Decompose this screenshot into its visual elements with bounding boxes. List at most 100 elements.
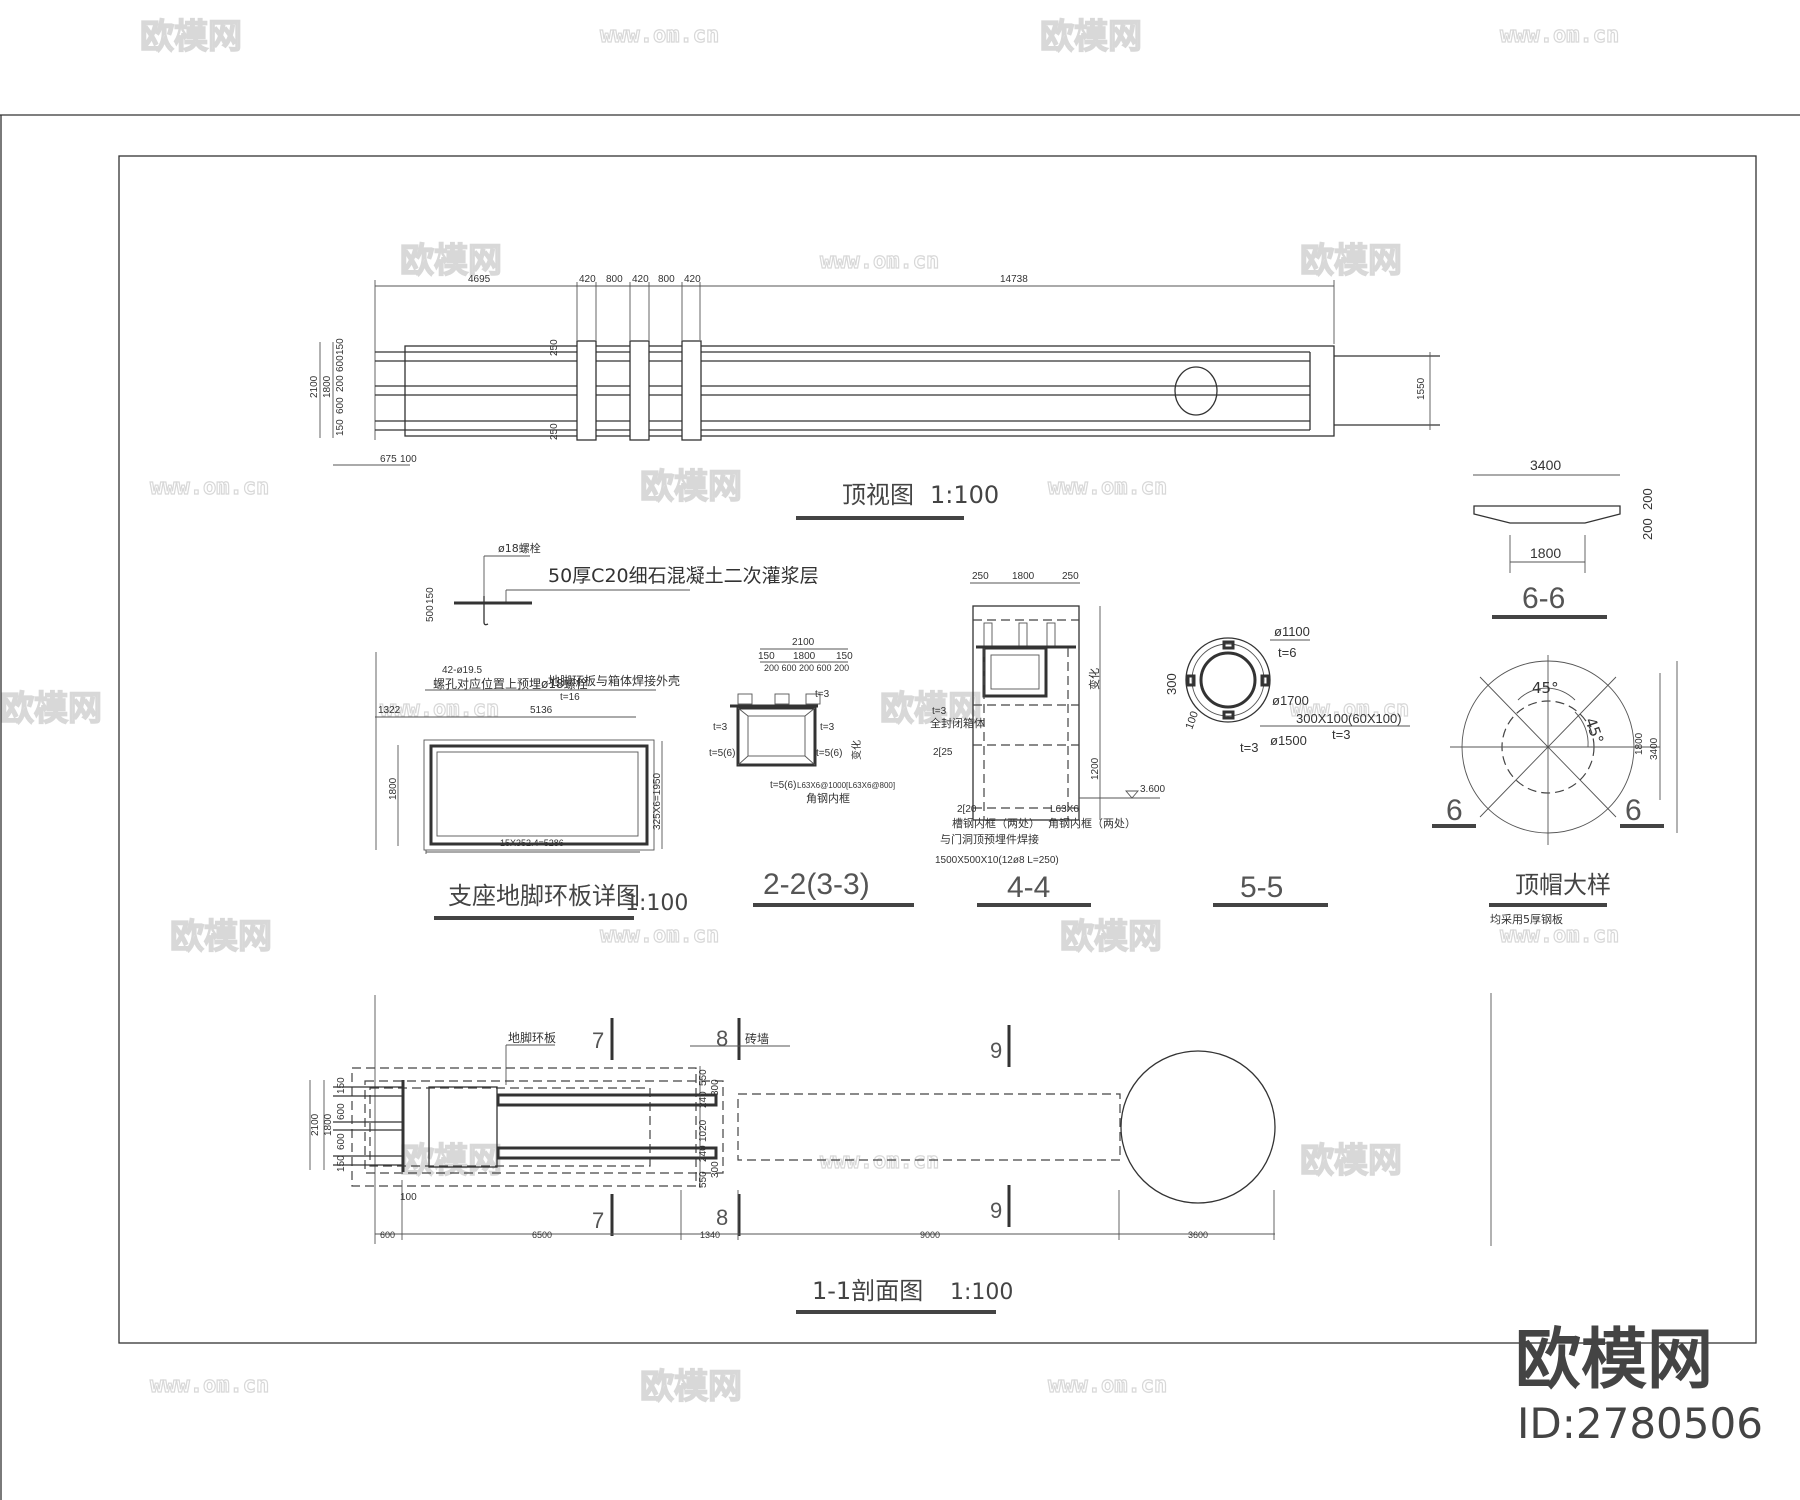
section-marker: 8 <box>716 1026 728 1051</box>
watermarks: 欧模网 www.om.cn 欧模网 www.om.cn 欧模网 www.om.c… <box>0 16 1620 1407</box>
dim: 240 <box>698 1091 709 1108</box>
dim: 14738 <box>1000 274 1028 285</box>
label: 与门洞顶预埋件焊接 <box>940 832 1039 846</box>
label: 1500X500X10(12ø8 L=250) <box>935 855 1059 866</box>
label: 角钢内框 <box>806 791 850 805</box>
section-marker: 7 <box>592 1208 604 1233</box>
model-id: ID:2780506 <box>1517 1399 1763 1448</box>
watermark-url: www.om.cn <box>150 1373 269 1398</box>
label: t=5(6) <box>709 748 735 759</box>
dim: 150 <box>335 338 346 355</box>
dim: 300 <box>710 1079 721 1096</box>
section-4-4: 250 1800 250 变化 1200 3.600 t=3 全封闭箱体 2[2… <box>930 571 1165 907</box>
label: t=3 <box>815 689 830 700</box>
dim: 1200 <box>1090 757 1101 780</box>
label: 2[20 <box>957 804 977 815</box>
drawing-border <box>118 155 1757 1344</box>
section-marker: 9 <box>990 1038 1002 1063</box>
dim: 150 <box>336 1155 347 1172</box>
label: t=5(6) <box>770 780 796 791</box>
dim: 1322 <box>378 705 401 716</box>
section-marker: 7 <box>592 1028 604 1053</box>
section-1-1: 地脚环板 7 7 8 砖墙 8 9 9 2100 1800 150 <box>309 993 1492 1314</box>
dim: 420 <box>632 274 649 285</box>
label: 45° <box>1581 715 1607 746</box>
brand-logo: 欧模网 <box>1515 1321 1713 1398</box>
dim: 1800 <box>323 1113 334 1136</box>
label: 角钢内框（两处） <box>1048 816 1136 830</box>
section-6-6: 3400 1800 200 200 6-6 <box>1473 457 1655 619</box>
label: 42-ø19.5 <box>442 665 482 676</box>
watermark-brand: 欧模网 <box>400 241 502 281</box>
view-title: 2-2(3-3) <box>763 868 870 901</box>
watermark-url: www.om.cn <box>380 697 499 722</box>
dim: 800 <box>658 274 675 285</box>
dim: 1800 <box>388 777 399 800</box>
dim: 300 <box>1164 673 1179 695</box>
watermark-brand: 欧模网 <box>1300 241 1402 281</box>
dim: 1340 <box>700 1230 720 1240</box>
dim: 1800 <box>322 375 333 398</box>
dim: 150 <box>336 1077 347 1094</box>
footing-plate-detail: ø18螺栓 50厚C20细石混凝土二次灌浆层 500 150 42-ø19.5 … <box>375 541 819 920</box>
dim: 200 <box>1640 518 1655 540</box>
view-title: 顶帽大样 <box>1515 871 1611 899</box>
label: 砖墙 <box>745 1031 769 1046</box>
watermark-url: www.om.cn <box>1500 923 1619 948</box>
label: 45° <box>1532 679 1559 697</box>
dim: 3.600 <box>1140 784 1165 795</box>
watermark-url: www.om.cn <box>600 923 719 948</box>
note: 均采用5厚钢板 <box>1490 912 1563 926</box>
watermark-url: www.om.cn <box>820 249 939 274</box>
dim: 1800 <box>1634 732 1645 755</box>
dim: 3600 <box>1188 1230 1208 1240</box>
dim: 300 <box>710 1161 721 1178</box>
view-title: 4-4 <box>1007 871 1050 904</box>
section-marker: 6 <box>1446 794 1463 827</box>
label: L63X6 <box>1050 804 1079 815</box>
label: 槽钢内框（两处） <box>952 816 1040 830</box>
section-marker: 9 <box>990 1198 1002 1223</box>
label: t=3 <box>713 722 728 733</box>
top-view: 4695 420 800 420 800 420 14738 1550 250 … <box>309 274 1440 520</box>
watermark-brand: 欧模网 <box>400 1141 502 1181</box>
dim: 3400 <box>1530 457 1561 473</box>
view-title: 支座地脚环板详图 <box>448 882 640 910</box>
dim: 550 <box>698 1171 709 1188</box>
dim: 240 <box>698 1145 709 1162</box>
dim: 500 <box>425 605 436 622</box>
view-scale: 1:100 <box>930 481 999 509</box>
dim: 675 <box>380 454 397 465</box>
watermark-url: www.om.cn <box>1500 23 1619 48</box>
section-5-5: ø1100 t=6 ø1700 300X100(60X100) t=3 ø150… <box>1164 624 1410 907</box>
dim: 325X6=1950 <box>652 773 663 830</box>
watermark-url: www.om.cn <box>1290 697 1409 722</box>
view-title: 1-1剖面图 <box>812 1277 923 1305</box>
label: 全封闭箱体 <box>930 716 985 730</box>
dim: 1800 <box>1530 545 1561 561</box>
dim: 420 <box>579 274 596 285</box>
dim: 200 <box>1640 488 1655 510</box>
dim: 6500 <box>532 1230 552 1240</box>
dim: 150 <box>836 651 853 662</box>
dim: 2100 <box>310 1113 321 1136</box>
dim: 1800 <box>793 651 816 662</box>
view-title: 5-5 <box>1240 871 1283 904</box>
label: ø1700 <box>1272 693 1309 708</box>
dim: 420 <box>684 274 701 285</box>
dim: 2100 <box>792 637 815 648</box>
column-circle <box>1174 366 1218 416</box>
watermark-brand: 欧模网 <box>1060 917 1162 957</box>
label: t=3 <box>820 722 835 733</box>
label: 50厚C20细石混凝土二次灌浆层 <box>548 565 819 587</box>
dim: 100 <box>400 454 417 465</box>
label: 变化 <box>1087 668 1101 690</box>
watermark-brand: 欧模网 <box>1040 17 1142 57</box>
watermark-brand: 欧模网 <box>640 1367 742 1407</box>
cap-detail: 45° 45° 1800 3400 6 6 顶帽大样 均采用5厚钢板 <box>1432 655 1678 926</box>
label: ø1100 <box>1274 624 1310 639</box>
view-title: 顶视图 <box>842 481 914 509</box>
dim: 600 <box>336 1103 347 1120</box>
label: 地脚环板 <box>508 1030 556 1045</box>
